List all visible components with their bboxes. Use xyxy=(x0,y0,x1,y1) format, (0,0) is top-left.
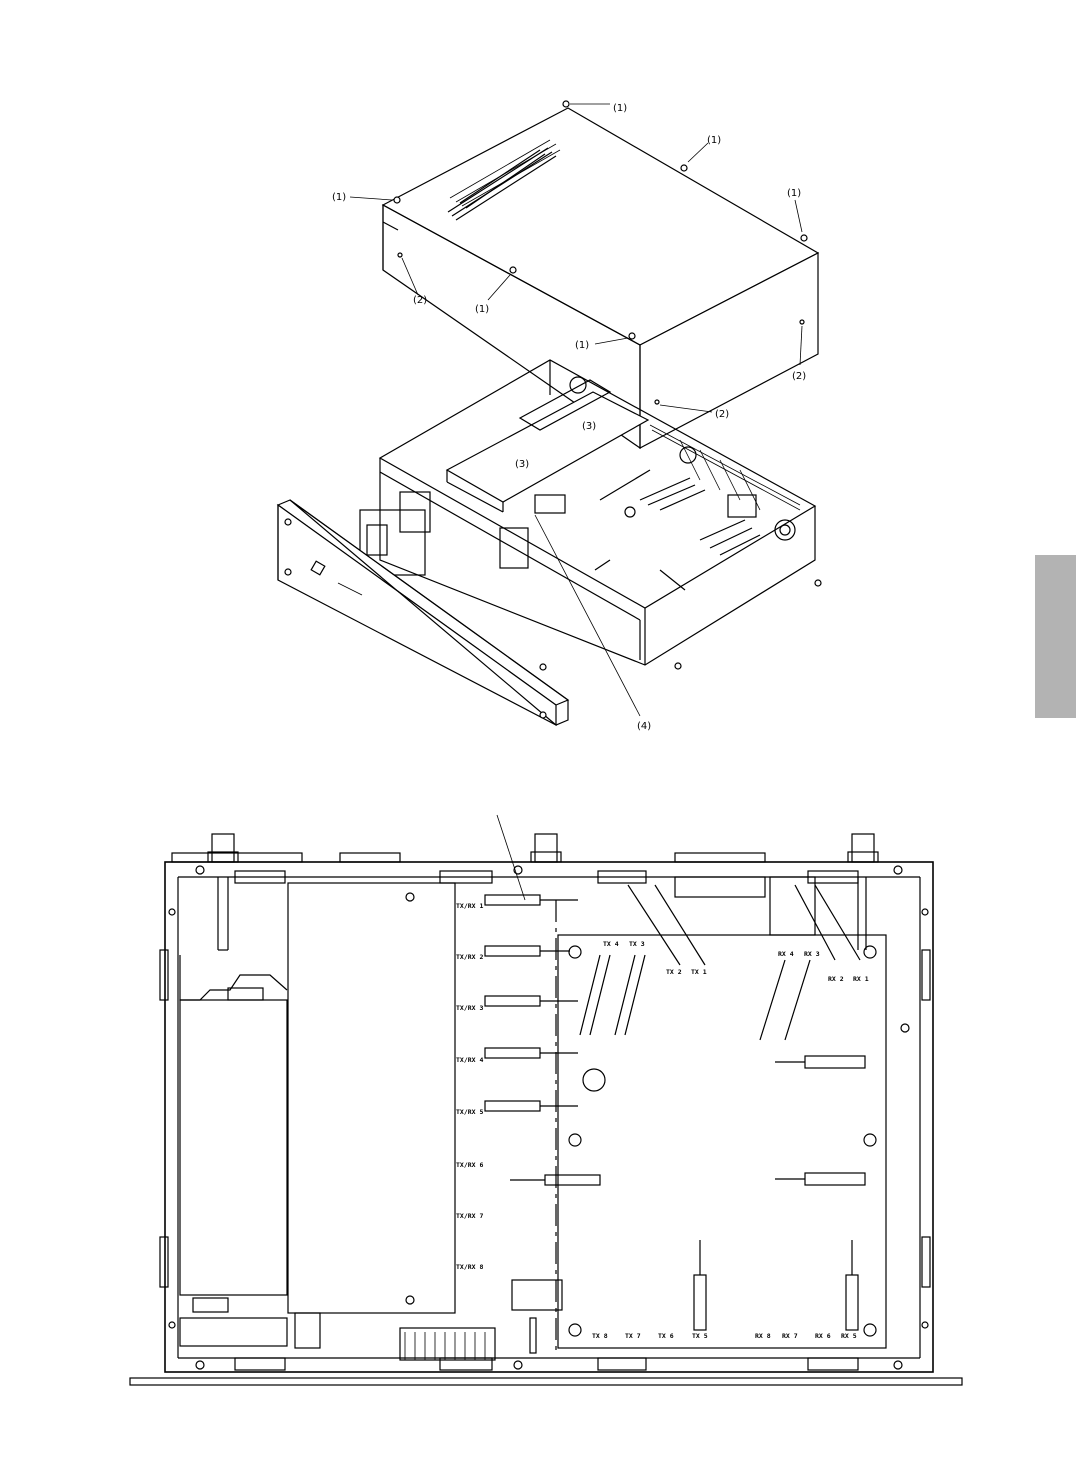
label-txrx-6: TX/RX 6 xyxy=(456,1161,483,1169)
label-tx-5: TX 5 xyxy=(692,1332,708,1340)
label-tx-1: TX 1 xyxy=(691,968,707,976)
callout-3a: (3) xyxy=(582,421,596,432)
label-rx-6: RX 6 xyxy=(815,1332,831,1340)
callout-1d: (1) xyxy=(332,192,346,203)
callout-1f: (1) xyxy=(575,340,589,351)
callout-2a: (2) xyxy=(413,295,427,306)
callout-1b: (1) xyxy=(707,135,721,146)
label-txrx-1: TX/RX 1 xyxy=(456,902,483,910)
callout-4: (4) xyxy=(637,721,651,732)
label-rx-5: RX 5 xyxy=(841,1332,857,1340)
label-rx-8: RX 8 xyxy=(755,1332,771,1340)
label-rx-4: RX 4 xyxy=(778,950,794,958)
top-view: TX/RX 1 TX/RX 2 TX/RX 3 TX/RX 4 TX/RX 5 … xyxy=(130,815,962,1385)
label-rx-7: RX 7 xyxy=(782,1332,798,1340)
rear-connectors xyxy=(208,834,878,950)
label-rx-3: RX 3 xyxy=(804,950,820,958)
label-tx-3: TX 3 xyxy=(629,940,645,948)
callout-1e: (1) xyxy=(475,304,489,315)
label-txrx-8: TX/RX 8 xyxy=(456,1263,483,1271)
label-tx-8: TX 8 xyxy=(592,1332,608,1340)
callout-2b: (2) xyxy=(792,371,806,382)
label-txrx-5: TX/RX 5 xyxy=(456,1108,483,1116)
pcb-labels: TX/RX 1 TX/RX 2 TX/RX 3 TX/RX 4 TX/RX 5 … xyxy=(456,902,869,1340)
exploded-view: (1) (1) (1) (1) (1) (1) (2) (2) (2) (3) … xyxy=(278,101,821,732)
label-tx-7: TX 7 xyxy=(625,1332,641,1340)
callout-1c: (1) xyxy=(787,188,801,199)
label-tx-4: TX 4 xyxy=(603,940,619,948)
label-txrx-4: TX/RX 4 xyxy=(456,1056,483,1064)
frame-screws xyxy=(169,866,928,1369)
front-panel xyxy=(278,500,568,725)
callout-2c: (2) xyxy=(715,409,729,420)
label-txrx-2: TX/RX 2 xyxy=(456,953,483,961)
label-tx-6: TX 6 xyxy=(658,1332,674,1340)
label-tx-2: TX 2 xyxy=(666,968,682,976)
label-rx-1: RX 1 xyxy=(853,975,869,983)
label-txrx-3: TX/RX 3 xyxy=(456,1004,483,1012)
label-txrx-7: TX/RX 7 xyxy=(456,1212,483,1220)
callout-1a: (1) xyxy=(613,103,627,114)
label-rx-2: RX 2 xyxy=(828,975,844,983)
callout-3b: (3) xyxy=(515,459,529,470)
internal-cables xyxy=(595,470,760,590)
